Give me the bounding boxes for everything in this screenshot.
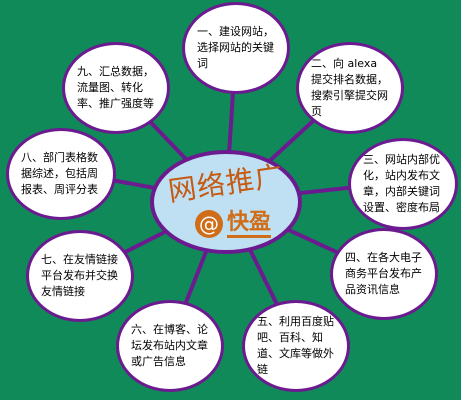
node-6: 六、在博客、论坛发布站内文章或广告信息 [116,300,224,392]
node-3-text: 三、网站内部优化，站内发布文章，内部关键词设置、密度布局 [363,153,440,214]
node-4-text: 四、在各大电子商务平台发布产 品资讯信息 [345,251,422,296]
node-6-text: 六、在博客、论坛发布站内文章或广告信息 [131,323,208,368]
node-8-text: 八、部门表格数据综述，包括周报表、周评分表 [21,151,98,196]
node-8: 八、部门表格数据综述，包括周报表、周评分表 [6,128,116,220]
node-7-text: 七、在友情链接平台发布并交换友情链接 [41,253,118,298]
node-2-text: 二、向 alexa 提交排名数据，搜索引擎提交网页 [311,57,388,118]
center-hub: 网络推广 @ 快盈 [150,150,302,254]
node-9-text: 九、汇总数据，流量图、转化率、推广强度等 [77,65,154,110]
node-5: 五、利用百度贴吧、百科、知道、文库等做外链 [242,300,350,392]
node-2: 二、向 alexa 提交排名数据，搜索引擎提交网页 [296,42,404,134]
node-5-text: 五、利用百度贴吧、百科、知道、文库等做外链 [257,315,334,376]
node-1: 一、建设网站，选择网站的关键词 [182,2,290,94]
node-9: 九、汇总数据，流量图、转化率、推广强度等 [62,42,170,134]
node-1-text: 一、建设网站，选择网站的关键词 [197,25,274,70]
center-title: 网络推广 [166,159,286,208]
at-symbol-icon: @ [194,210,223,238]
node-3: 三、网站内部优化，站内发布文章，内部关键词设置、密度布局 [348,138,458,230]
logo-text: 快盈 [226,210,271,238]
node-7: 七、在友情链接平台发布并交换友情链接 [26,230,134,322]
brand-logo: @ 快盈 [190,208,276,240]
node-4: 四、在各大电子商务平台发布产 品资讯信息 [330,228,438,320]
